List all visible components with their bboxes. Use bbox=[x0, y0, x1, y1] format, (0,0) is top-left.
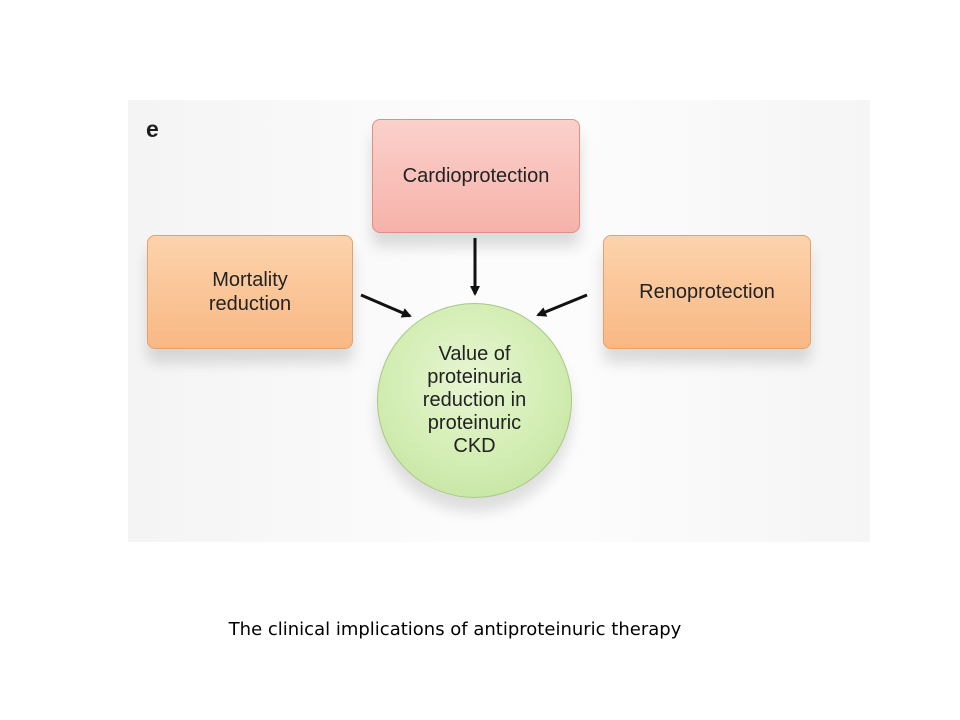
center-label-line3: reduction in bbox=[422, 389, 527, 411]
center-circle: Value of proteinuria reduction in protei… bbox=[377, 303, 572, 498]
center-label-line2: proteinuria bbox=[427, 366, 522, 388]
cardioprotection-box: Cardioprotection bbox=[372, 119, 580, 233]
center-label-line5: CKD bbox=[453, 435, 496, 457]
renoprotection-label: Renoprotection bbox=[639, 281, 775, 303]
panel-letter: e bbox=[146, 116, 159, 142]
center-label-line1: Value of bbox=[438, 343, 511, 365]
cardioprotection-label: Cardioprotection bbox=[402, 165, 550, 187]
mortality-reduction-box: Mortality reduction bbox=[147, 235, 353, 349]
mortality-label-line1: Mortality bbox=[212, 269, 288, 291]
mortality-label-line2: reduction bbox=[208, 293, 292, 315]
slide-caption: The clinical implications of antiprotein… bbox=[228, 619, 682, 640]
renoprotection-box: Renoprotection bbox=[603, 235, 811, 349]
center-label-line4: proteinuric bbox=[427, 412, 522, 434]
